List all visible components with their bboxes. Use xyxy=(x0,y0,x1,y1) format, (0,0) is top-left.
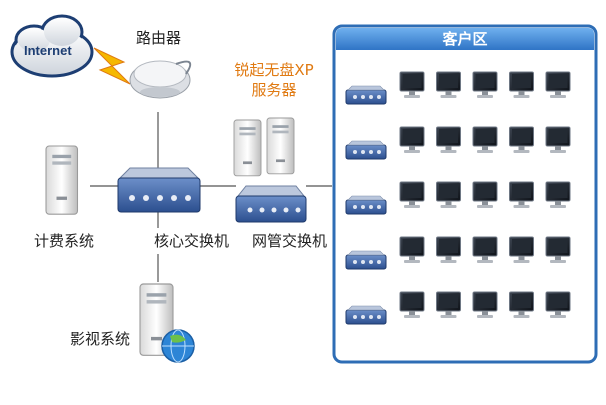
internet-cloud-icon xyxy=(10,14,94,78)
client-switch-icon xyxy=(345,305,387,325)
connection-lines xyxy=(90,112,332,282)
server-tower-left-icon xyxy=(233,119,262,177)
client-area-panel xyxy=(332,24,598,364)
server-label: 锐起无盘XP 服务器 xyxy=(234,60,314,100)
client-switch-icon xyxy=(345,85,387,105)
internet-label: Internet xyxy=(24,43,72,58)
client-switch-icon xyxy=(345,140,387,160)
client-switch-icon xyxy=(345,250,387,270)
net-switch-icon xyxy=(235,185,307,223)
server-label-line2: 服务器 xyxy=(251,81,297,99)
net-switch-label: 网管交换机 xyxy=(252,232,328,250)
server-tower-right-icon xyxy=(266,117,295,175)
video-label: 影视系统 xyxy=(70,330,131,348)
client-switch-icon xyxy=(345,195,387,215)
router-icon xyxy=(129,60,192,99)
lightning-icon xyxy=(93,47,131,85)
core-switch-label: 核心交换机 xyxy=(154,232,230,250)
router-label: 路由器 xyxy=(136,29,182,47)
billing-label: 计费系统 xyxy=(34,232,95,250)
core-switch-icon xyxy=(117,167,201,213)
billing-tower-icon xyxy=(45,145,79,215)
video-globe-icon xyxy=(161,329,195,363)
client-area-title: 客户区 xyxy=(442,30,488,48)
server-label-line1: 锐起无盘XP xyxy=(234,61,314,79)
